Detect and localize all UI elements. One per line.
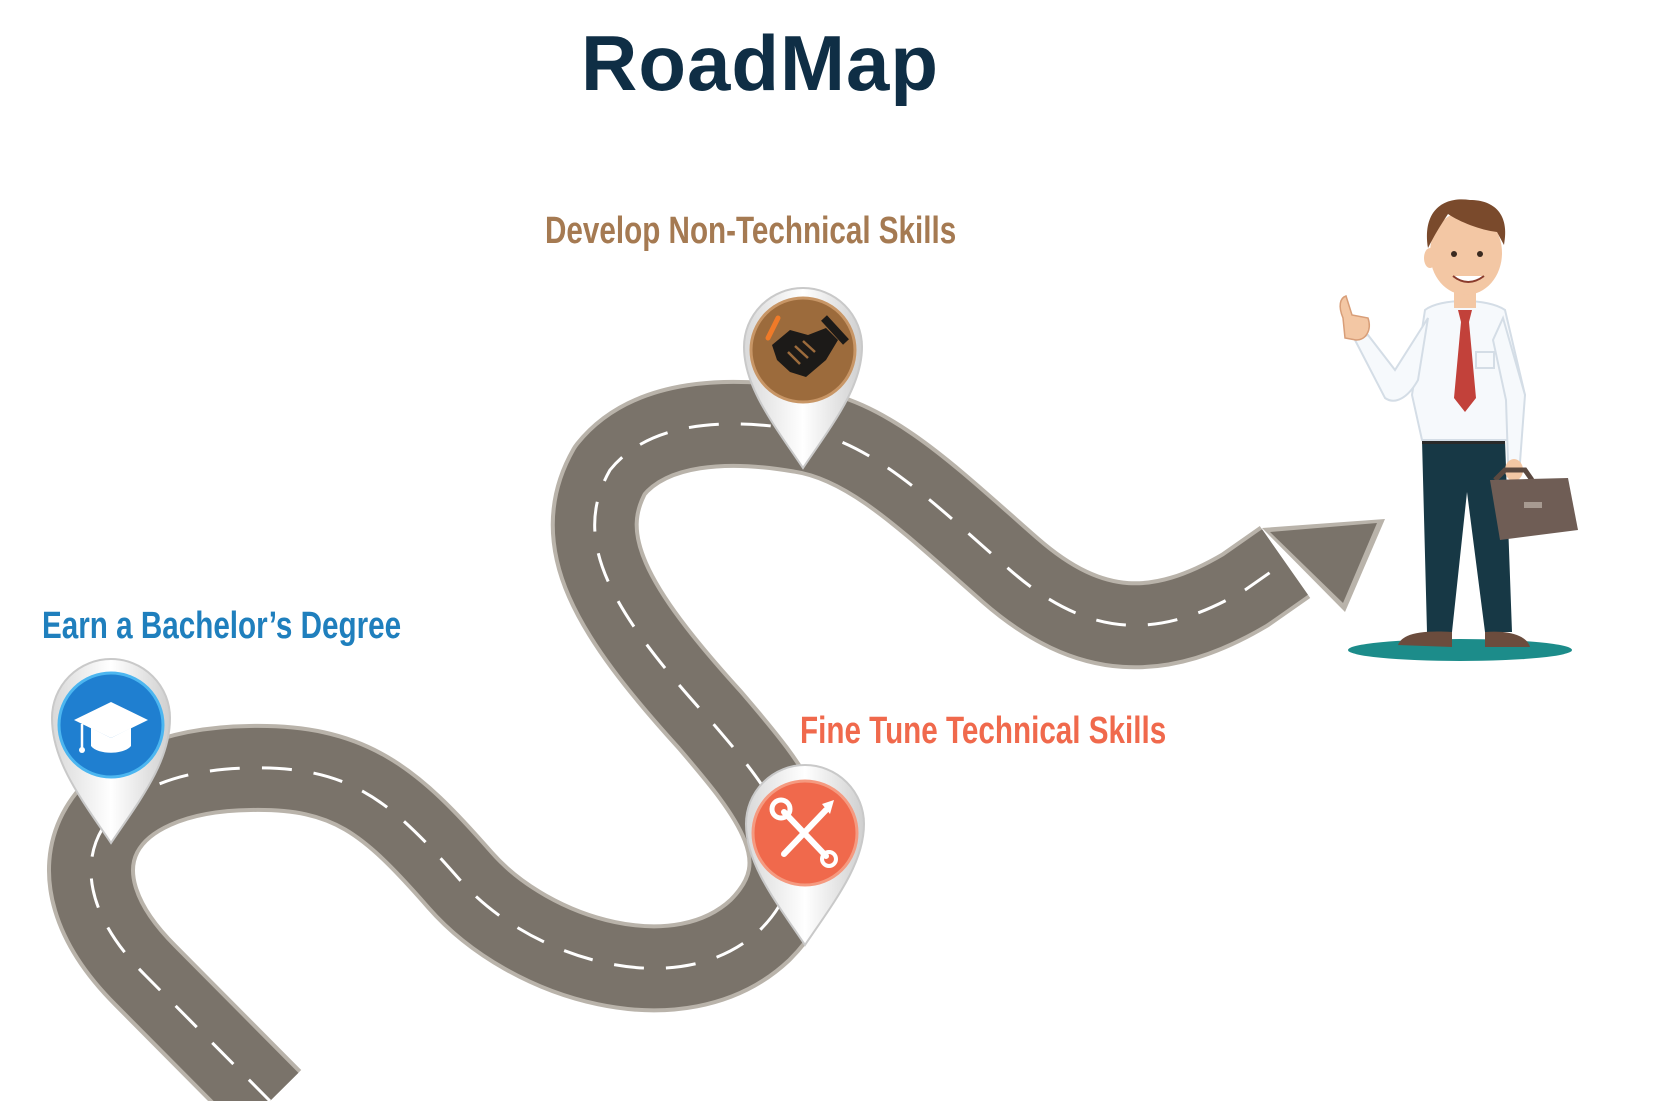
step-label-bachelor: Earn a Bachelor’s Degree bbox=[42, 605, 402, 647]
road-arrow-head bbox=[1262, 519, 1385, 612]
graduation-cap-icon bbox=[74, 702, 148, 753]
step-label-non-technical: Develop Non-Technical Skills bbox=[545, 210, 957, 252]
step-pin-bachelor bbox=[50, 658, 172, 845]
step-pin-non-technical bbox=[742, 287, 864, 470]
wrench-screwdriver-icon bbox=[769, 797, 838, 868]
handshake-icon bbox=[765, 315, 849, 377]
businessman-illustration bbox=[1339, 199, 1578, 661]
step-label-technical: Fine Tune Technical Skills bbox=[800, 710, 1167, 752]
road bbox=[47, 379, 1311, 1101]
page-title: RoadMap bbox=[581, 19, 939, 107]
step-pin-technical bbox=[744, 764, 866, 947]
